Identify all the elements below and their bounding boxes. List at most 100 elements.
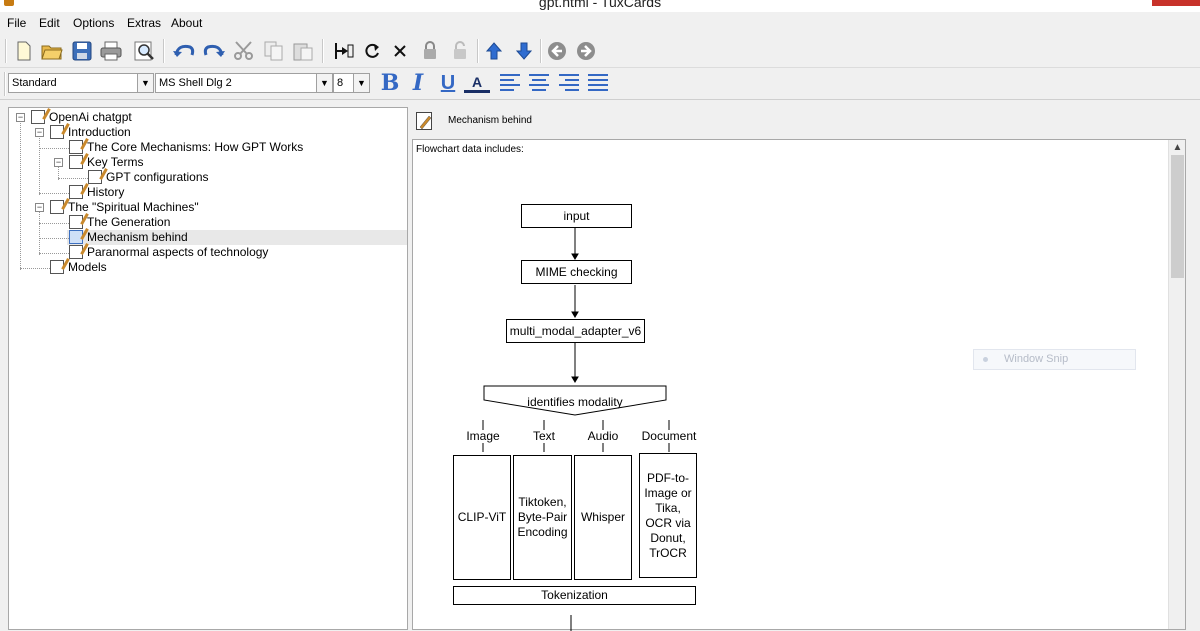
new-file-icon[interactable]: [12, 39, 36, 63]
bold-button[interactable]: B: [380, 70, 400, 96]
redo-icon[interactable]: [202, 39, 226, 63]
tree-item-core-mechanisms[interactable]: The Core Mechanisms: How GPT Works: [69, 139, 303, 154]
open-folder-icon[interactable]: [40, 39, 64, 63]
align-center-icon[interactable]: [529, 72, 551, 94]
menu-file[interactable]: File: [7, 16, 27, 30]
text-color-button[interactable]: A: [464, 73, 490, 93]
tree-item-models[interactable]: Models: [50, 259, 107, 274]
tree-item-paranormal-aspects[interactable]: Paranormal aspects of technology: [69, 244, 268, 259]
processor-audio: Whisper: [574, 455, 632, 580]
arrow-up-icon[interactable]: [482, 39, 506, 63]
tree-line: [39, 238, 69, 239]
close-window-button[interactable]: [1152, 0, 1200, 6]
tree-item-key-terms[interactable]: Key Terms: [69, 154, 143, 169]
flow-node-identifies-modality: identifies modality: [527, 395, 623, 409]
tree-item-mechanism-behind[interactable]: Mechanism behind: [69, 229, 188, 244]
toolbar-grip: [4, 72, 6, 96]
tree-panel[interactable]: − − − − OpenAi chatgpt Introduction The …: [8, 107, 408, 630]
back-icon[interactable]: [545, 39, 569, 63]
expander-collapse[interactable]: −: [35, 202, 44, 212]
tree-line: [39, 223, 69, 224]
tree-item-openai-chatgpt[interactable]: OpenAi chatgpt: [31, 109, 132, 124]
window-snip-overlay[interactable]: Window Snip: [973, 349, 1136, 370]
modality-label-document: Document: [641, 429, 697, 443]
tree-item-label: The Core Mechanisms: How GPT Works: [87, 139, 304, 154]
flow-node-tokenization: Tokenization: [453, 586, 696, 605]
delete-icon[interactable]: [388, 39, 412, 63]
print-icon[interactable]: [99, 39, 123, 63]
menu-about[interactable]: About: [171, 16, 203, 30]
tree-item-history[interactable]: History: [69, 184, 124, 199]
unlock-icon[interactable]: [448, 39, 472, 63]
tree-line: [39, 148, 69, 149]
menu-extras[interactable]: Extras: [127, 16, 162, 30]
tree-item-label: Models: [68, 259, 107, 274]
font-select[interactable]: MS Shell Dlg 2 ▼: [155, 73, 333, 93]
flow-node-adapter: multi_modal_adapter_v6: [506, 319, 645, 343]
italic-button[interactable]: I: [412, 70, 424, 96]
tree-item-label: The Generation: [87, 214, 171, 229]
refresh-icon[interactable]: [360, 39, 384, 63]
tree-line: [20, 268, 50, 269]
vertical-scrollbar[interactable]: ▲: [1168, 140, 1185, 629]
note-icon: [50, 259, 64, 274]
forward-icon[interactable]: [574, 39, 598, 63]
note-icon: [50, 199, 64, 214]
arrow-down-icon[interactable]: [512, 39, 536, 63]
chevron-down-icon[interactable]: ▼: [316, 74, 332, 92]
size-select[interactable]: 8 ▼: [333, 73, 370, 93]
align-right-icon[interactable]: [559, 72, 581, 94]
save-icon[interactable]: [70, 39, 94, 63]
note-icon: [416, 112, 432, 130]
scrollbar-thumb[interactable]: [1171, 155, 1184, 278]
underline-button[interactable]: U: [440, 71, 456, 94]
toolbar-grip: [5, 39, 7, 63]
app-icon: [4, 0, 14, 6]
tree-item-label: Paranormal aspects of technology: [87, 244, 269, 259]
undo-icon[interactable]: [172, 39, 196, 63]
tree-item-label: Key Terms: [87, 154, 144, 169]
menu-options[interactable]: Options: [73, 16, 115, 30]
processor-document: PDF-to-Image or Tika, OCR via Donut, TrO…: [639, 453, 697, 578]
font-select-value: MS Shell Dlg 2: [159, 77, 232, 89]
tree-item-the-generation[interactable]: The Generation: [69, 214, 170, 229]
tree-item-label: Introduction: [68, 124, 131, 139]
tree-line: [39, 210, 40, 255]
move-entry-icon[interactable]: [332, 39, 356, 63]
arrow-head-icon: [571, 376, 579, 383]
expander-collapse[interactable]: −: [54, 157, 63, 167]
tree-item-label: Mechanism behind: [87, 229, 188, 244]
window-title: gpt.html - TuxCards: [538, 0, 662, 10]
tree-item-spiritual-machines[interactable]: The "Spiritual Machines": [50, 199, 199, 214]
toolbar-separator: [322, 39, 324, 63]
align-justify-icon[interactable]: [588, 72, 610, 94]
note-icon: [69, 244, 83, 259]
scroll-up-icon[interactable]: ▲: [1172, 142, 1183, 153]
style-select[interactable]: Standard ▼: [8, 73, 154, 93]
note-icon: [50, 124, 64, 139]
note-icon: [69, 139, 83, 154]
tree-item-label: OpenAi chatgpt: [49, 109, 132, 124]
cut-icon[interactable]: [232, 39, 256, 63]
editor-area[interactable]: Flowchart data includes: input MIME chec…: [412, 139, 1186, 631]
chevron-down-icon[interactable]: ▼: [137, 74, 153, 92]
tree-line: [39, 135, 40, 195]
menu-edit[interactable]: Edit: [39, 16, 60, 30]
chevron-down-icon[interactable]: ▼: [353, 74, 369, 92]
align-left-icon[interactable]: [500, 72, 522, 94]
tree-item-gpt-configurations[interactable]: GPT configurations: [88, 169, 209, 184]
toolbar-separator: [163, 39, 165, 63]
modality-label-audio: Audio: [587, 429, 619, 443]
content-title: Mechanism behind: [448, 115, 532, 126]
search-icon[interactable]: [133, 39, 157, 63]
intro-text: Flowchart data includes:: [416, 144, 524, 155]
flow-node-mime: MIME checking: [521, 260, 632, 284]
tree-line: [20, 120, 21, 270]
expander-collapse[interactable]: −: [16, 112, 25, 122]
copy-icon[interactable]: [262, 39, 286, 63]
paste-icon[interactable]: [291, 39, 315, 63]
tree-item-introduction[interactable]: Introduction: [50, 124, 131, 139]
toolbar-separator: [477, 39, 479, 63]
expander-collapse[interactable]: −: [35, 127, 44, 137]
lock-icon[interactable]: [418, 39, 442, 63]
